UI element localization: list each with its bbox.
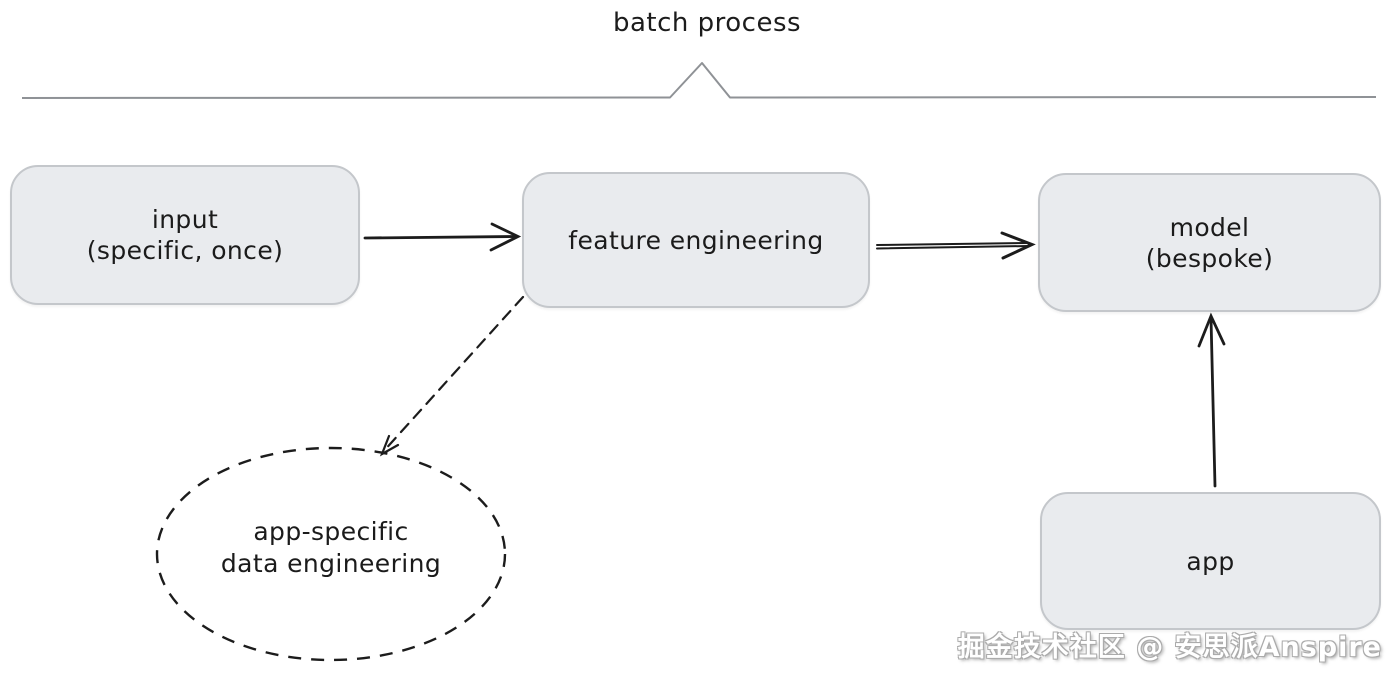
dashed-arrow-feature-to-data-engineering [379,295,525,457]
data-engineering-label-line2: data engineering [220,549,442,578]
arrow-feature-to-model [876,231,1036,260]
data-engineering-ellipse [155,446,507,662]
node-input: input (specific, once) [10,165,360,305]
node-feature-engineering-label: feature engineering [568,225,823,256]
node-model-label: model (bespoke) [1146,212,1274,274]
node-feature-engineering: feature engineering [522,172,870,308]
data-engineering-label-line1: app-specific [253,517,409,546]
node-feature-engineering-label-line1: feature engineering [568,225,824,255]
data-engineering-ellipse-label: app-specific data engineering [171,516,491,580]
node-app: app [1040,492,1381,630]
node-model: model (bespoke) [1038,173,1381,312]
brace-line [21,62,1377,99]
node-input-label-line2: (specific, once) [86,236,284,265]
node-app-label: app [1186,546,1234,577]
arrow-input-to-feature [363,222,522,252]
watermark: 掘金技术社区 @ 安思派Anspire [957,632,1382,663]
arrow-app-to-model [1197,312,1226,488]
node-app-label-line1: app [1186,546,1235,576]
node-model-label-line2: (bespoke) [1145,243,1274,273]
node-input-label-line1: input [151,205,219,234]
batch-process-label: batch process [612,8,802,38]
node-model-label-line1: model [1169,212,1250,242]
node-input-label: input (specific, once) [87,204,284,266]
